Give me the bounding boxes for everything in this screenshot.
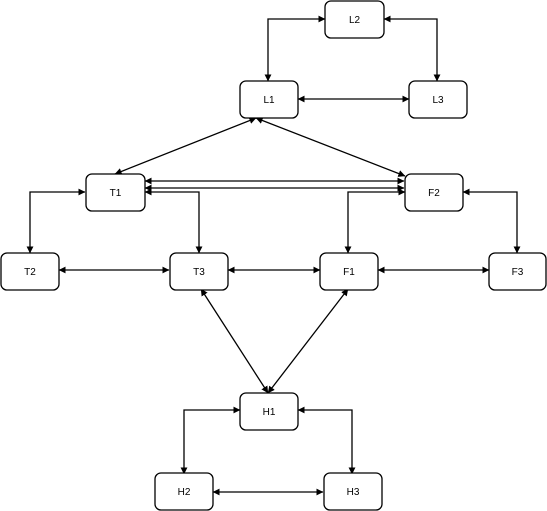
edge-l1-t1 <box>114 117 257 175</box>
edge-f1-h1 <box>267 288 349 394</box>
edges-group <box>26 15 521 496</box>
node-h3[interactable]: H3 <box>323 472 383 511</box>
node-label-f3: F3 <box>512 267 524 278</box>
edge-l1-l2 <box>264 15 326 82</box>
node-label-l1: L1 <box>263 95 275 106</box>
node-h1[interactable]: H1 <box>239 392 299 431</box>
node-label-h1: H1 <box>263 407 276 418</box>
edge-h1-h2 <box>180 406 241 475</box>
node-label-h3: H3 <box>347 487 360 498</box>
edge-l2-l3 <box>383 15 441 82</box>
node-label-t1: T1 <box>110 188 122 199</box>
node-l3[interactable]: L3 <box>408 80 468 119</box>
edge-l1-f2 <box>255 117 406 177</box>
node-t1[interactable]: T1 <box>85 173 146 212</box>
edge-t1-t2 <box>26 188 86 254</box>
node-l1[interactable]: L1 <box>239 80 299 119</box>
edge-t3-h1 <box>200 288 269 394</box>
node-label-t2: T2 <box>24 267 36 278</box>
node-label-f1: F1 <box>343 267 355 278</box>
node-t3[interactable]: T3 <box>169 252 229 291</box>
edge-h1-h3 <box>297 406 356 475</box>
edge-t1-t3 <box>144 188 203 254</box>
node-label-t3: T3 <box>193 267 205 278</box>
node-label-l3: L3 <box>432 95 444 106</box>
node-h2[interactable]: H2 <box>154 472 214 511</box>
node-label-f2: F2 <box>428 188 440 199</box>
edge-f2-f1 <box>344 188 406 254</box>
node-f3[interactable]: F3 <box>488 252 547 291</box>
edge-f2-f3 <box>462 188 521 254</box>
node-l2[interactable]: L2 <box>324 0 385 39</box>
node-f1[interactable]: F1 <box>319 252 379 291</box>
node-f2[interactable]: F2 <box>404 173 464 212</box>
node-label-h2: H2 <box>178 487 191 498</box>
node-t2[interactable]: T2 <box>0 252 60 291</box>
node-label-l2: L2 <box>349 15 361 26</box>
